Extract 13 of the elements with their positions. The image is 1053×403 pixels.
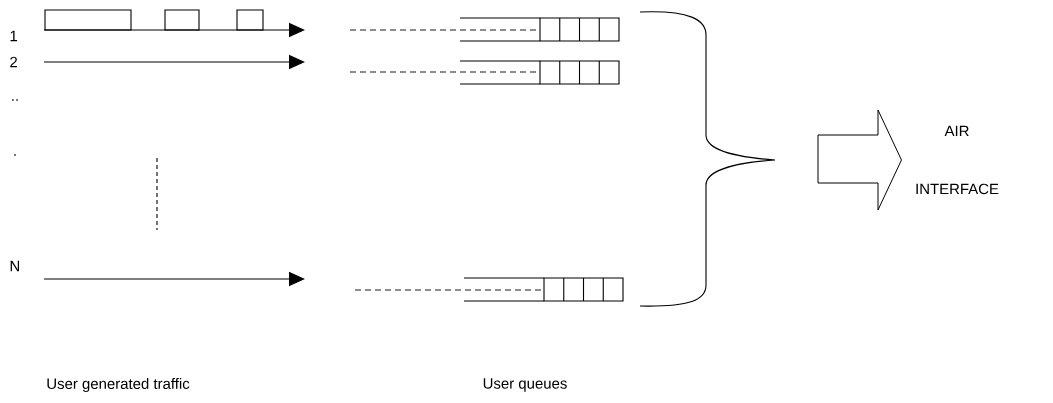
user-number: 2 xyxy=(10,56,17,68)
user-number: N xyxy=(10,260,19,272)
ellipsis-dots: . xyxy=(14,154,16,156)
block-arrow xyxy=(817,109,902,211)
dashed-line xyxy=(354,289,544,291)
ellipsis-dots: .. xyxy=(12,99,18,101)
interface-label: AIR INTERFACE xyxy=(916,125,999,195)
queue-buffer xyxy=(459,17,620,42)
column-caption: User queues xyxy=(483,378,567,392)
queue-buffer xyxy=(459,60,620,85)
queue-buffer xyxy=(463,277,624,302)
column-caption: User generated traffic xyxy=(47,378,190,392)
user-number: 1 xyxy=(10,30,18,42)
